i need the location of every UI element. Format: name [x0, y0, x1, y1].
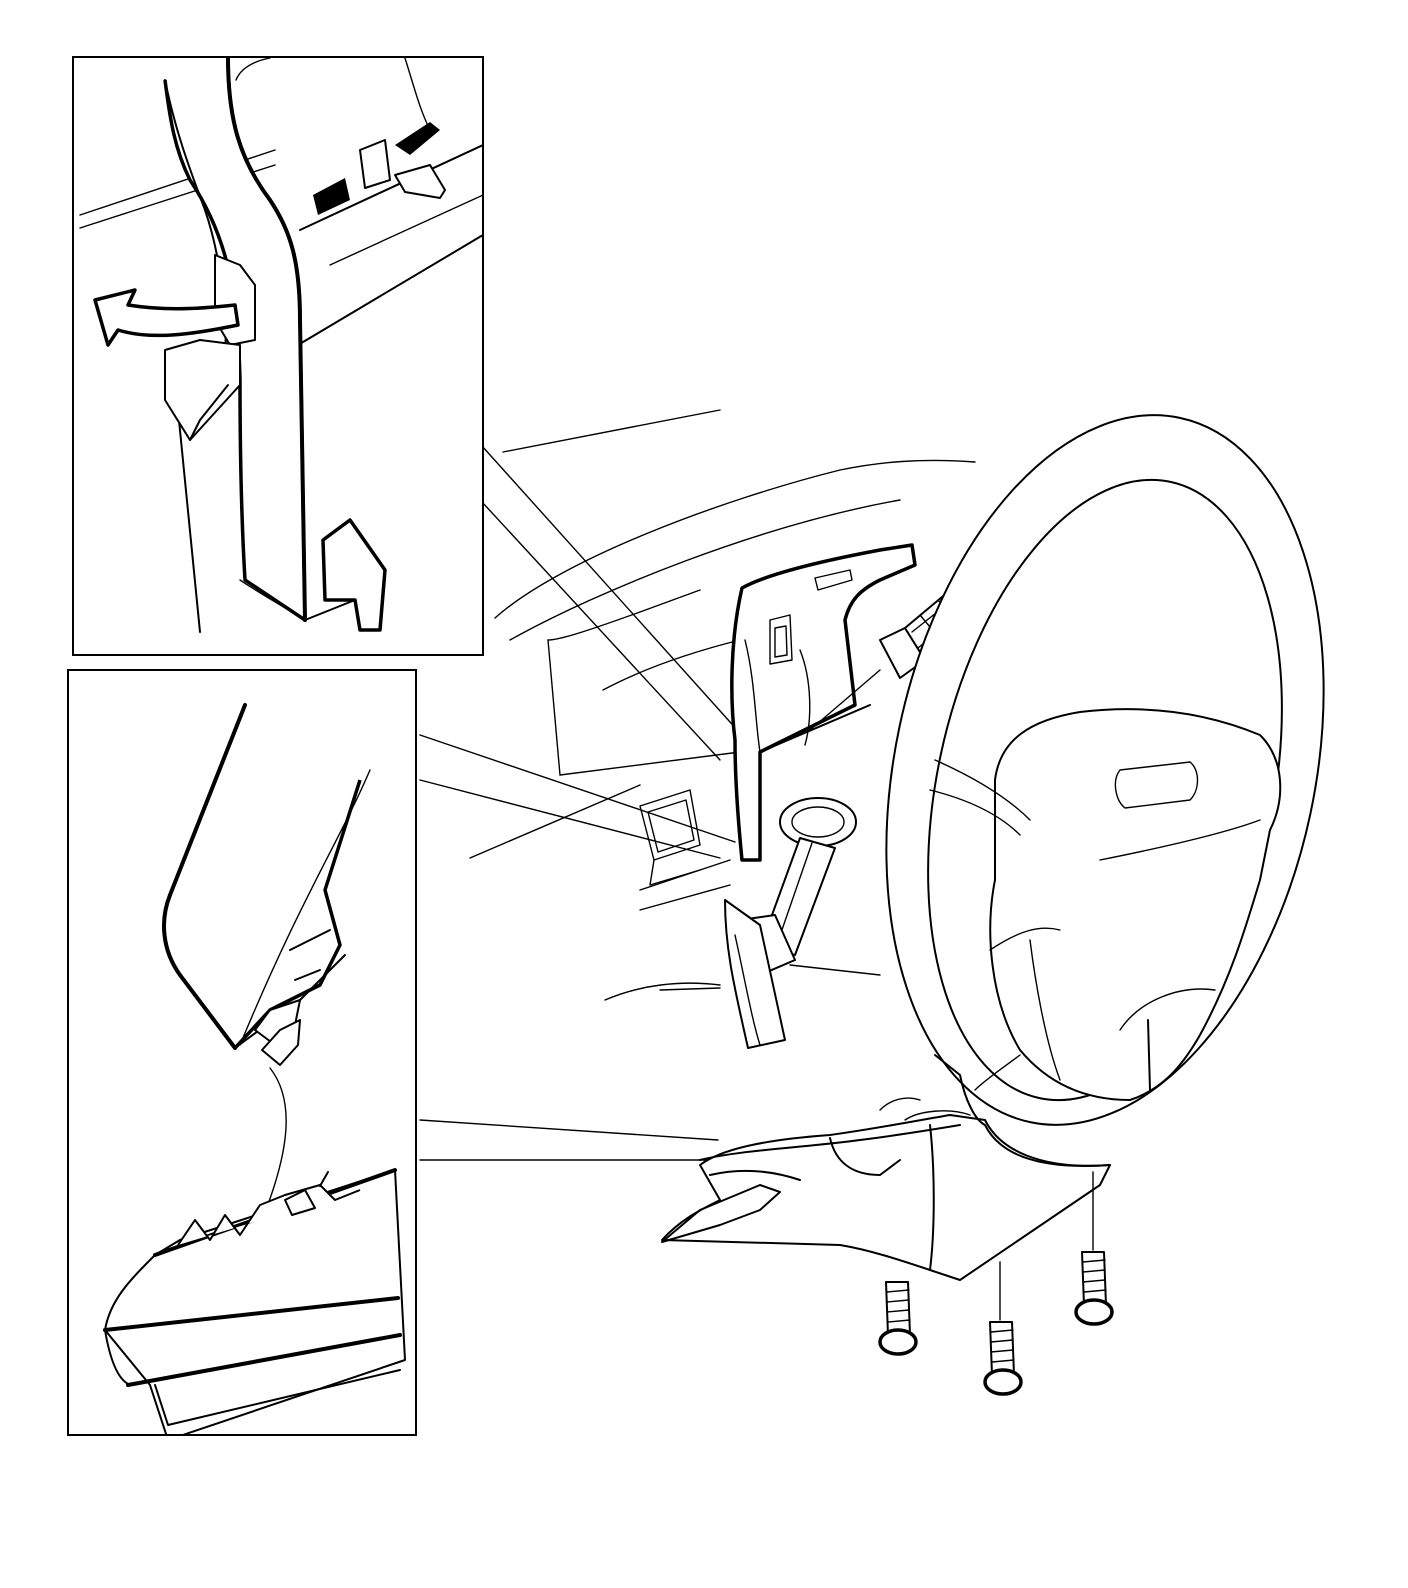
ignition-switch [724, 797, 857, 1049]
screw-1 [983, 1261, 1023, 1396]
screw-3 [878, 1281, 918, 1356]
leader-lines [419, 445, 749, 1161]
curved-arrow-icon [93, 288, 240, 347]
steering-wheel [885, 414, 1325, 1126]
inset-bottom [67, 669, 417, 1436]
main-view [469, 409, 1325, 1396]
lower-column-cover [661, 1054, 1111, 1281]
upper-column-cover [730, 543, 917, 862]
inset-top [72, 56, 484, 656]
screw-2 [1074, 1171, 1114, 1326]
